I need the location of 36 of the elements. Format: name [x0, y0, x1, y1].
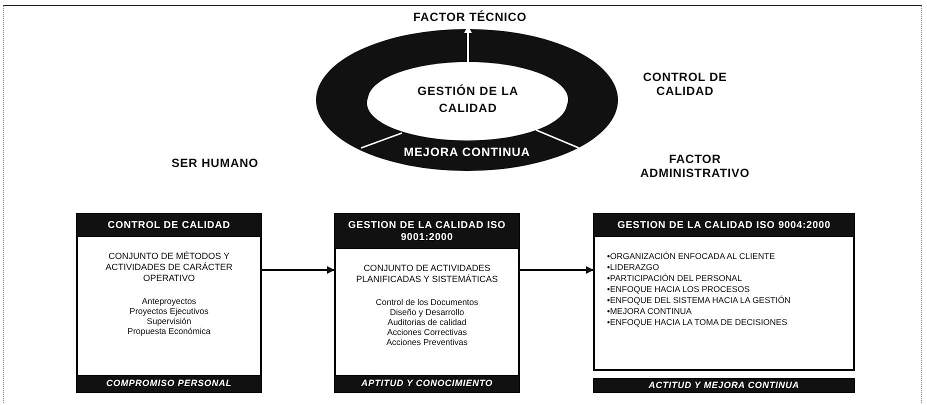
footer-bar: ACTITUD Y MEJORA CONTINUA — [593, 378, 855, 393]
arrow — [262, 266, 335, 274]
factor-label: SER HUMANO — [170, 156, 260, 170]
factor-label: FACTOR TÉCNICO — [400, 10, 540, 24]
card-footer: COMPROMISO PERSONAL — [78, 375, 260, 391]
card-footer: APTITUD Y CONOCIMIENTO — [336, 375, 518, 391]
list-item: •LIDERAZGO — [607, 262, 660, 273]
card-description: CONJUNTO DE MÉTODOS Y ACTIVIDADES DE CARÁCTER OPERATIVO — [104, 251, 234, 284]
list-item: •ORGANIZACIÓN ENFOCADA AL CLIENTE — [607, 251, 776, 262]
ring-shape — [316, 29, 618, 171]
list-item: Control de los Documentos — [374, 297, 480, 307]
factor-label: FACTOR ADMINISTRATIVO — [639, 152, 751, 180]
factor-label: CONTROL DE CALIDAD — [642, 70, 728, 98]
arrow — [520, 266, 594, 274]
list-item: Propuesta Económica — [126, 326, 212, 336]
list-item: •ENFOQUE DEL SISTEMA HACIA LA GESTIÓN — [607, 295, 792, 306]
process-card — [334, 213, 520, 393]
card-header: GESTION DE LA CALIDAD ISO 9004:2000 — [595, 215, 853, 237]
list-item: Anteproyectos — [140, 296, 198, 306]
list-item: Diseño y Desarrollo — [388, 307, 466, 317]
card-header: GESTION DE LA CALIDAD ISO 9001:2000 — [336, 215, 518, 249]
card-header: CONTROL DE CALIDAD — [78, 215, 260, 237]
list-item: Proyectos Ejecutivos — [128, 306, 210, 316]
list-item: Auditorias de calidad — [386, 317, 468, 327]
ring-label: MEJORA CONTINUA — [402, 145, 532, 159]
list-item: Acciones Preventivas — [385, 337, 469, 347]
list-item: Supervisión — [146, 316, 192, 326]
list-item: •PARTICIPACIÓN DEL PERSONAL — [607, 273, 743, 284]
card-description: CONJUNTO DE ACTIVIDADES PLANIFICADAS Y SISTEMÁTICAS — [355, 263, 499, 285]
process-card — [76, 213, 262, 393]
process-card — [593, 213, 855, 371]
ellipse-label: GESTIÓN DE LA CALIDAD — [416, 82, 520, 116]
list-item: •MEJORA CONTINUA — [607, 306, 693, 317]
list-item: •ENFOQUE HACIA LOS PROCESOS — [607, 284, 751, 295]
list-item: Acciones Correctivas — [386, 327, 468, 337]
list-item: •ENFOQUE HACIA LA TOMA DE DECISIONES — [607, 317, 788, 328]
